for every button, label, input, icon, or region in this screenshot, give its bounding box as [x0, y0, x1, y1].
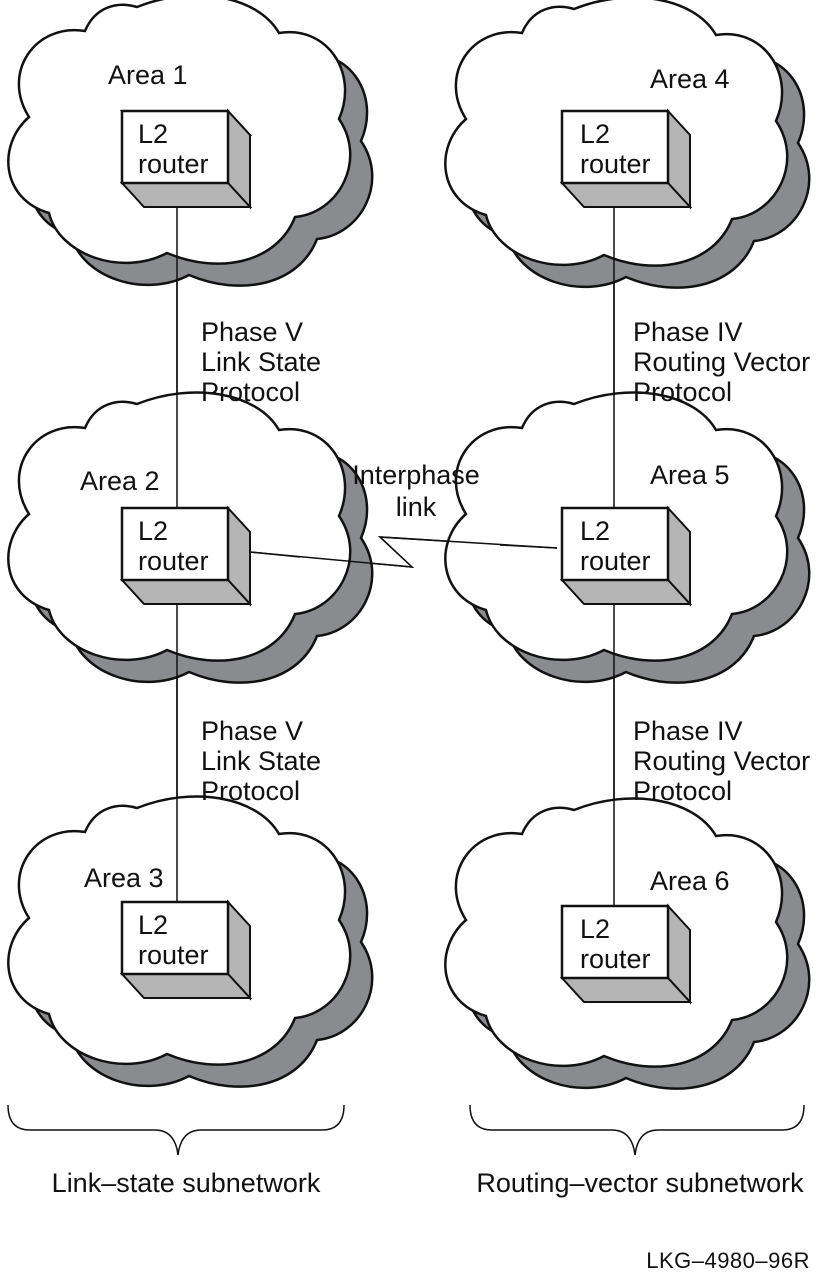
link-label-left-lower: Phase V Link State Protocol [201, 716, 321, 806]
area-5-label: Area 5 [650, 460, 730, 490]
link-label-left-upper: Phase V Link State Protocol [201, 317, 321, 407]
router-label-line2: router [138, 149, 209, 179]
router-label-line2: router [580, 944, 651, 974]
router-area-6: L2 router [559, 903, 693, 1005]
svg-text:Protocol: Protocol [201, 377, 300, 407]
svg-text:Link State: Link State [201, 746, 321, 776]
router-label-line2: router [138, 940, 209, 970]
left-subnetwork-label: Link–state subnetwork [52, 1168, 321, 1198]
interphase-link-endpoints [249, 544, 558, 558]
router-area-1: L2 router [119, 108, 253, 210]
area-3-label: Area 3 [84, 863, 164, 893]
router-area-3: L2 router [119, 899, 253, 1001]
link-label-right-lower: Phase IV Routing Vector Protocol [633, 716, 810, 806]
router-label-line2: router [138, 546, 209, 576]
area-1-label: Area 1 [108, 60, 188, 90]
svg-text:Protocol: Protocol [201, 776, 300, 806]
svg-text:Routing Vector: Routing Vector [633, 347, 810, 377]
router-label-line1: L2 [138, 516, 168, 546]
area-2-label: Area 2 [80, 466, 160, 496]
link-lines-overlay [176, 183, 615, 906]
svg-text:Protocol: Protocol [633, 776, 732, 806]
right-subnetwork-label: Routing–vector subnetwork [476, 1168, 804, 1198]
interphase-link-label: Interphase link [352, 460, 480, 522]
svg-text:link: link [396, 492, 437, 522]
svg-text:Routing Vector: Routing Vector [633, 746, 810, 776]
router-label-line2: router [580, 149, 651, 179]
router-label-line1: L2 [580, 914, 610, 944]
svg-text:Phase V: Phase V [201, 716, 303, 746]
router-area-2: L2 router [119, 505, 253, 607]
svg-text:Phase IV: Phase IV [633, 716, 743, 746]
router-area-5: L2 router [559, 505, 693, 607]
svg-text:Interphase: Interphase [352, 460, 480, 490]
link-label-right-upper: Phase IV Routing Vector Protocol [633, 317, 810, 407]
figure-id: LKG–4980–96R [646, 1248, 810, 1273]
svg-text:Protocol: Protocol [633, 377, 732, 407]
router-label-line2: router [580, 546, 651, 576]
svg-text:Link State: Link State [201, 347, 321, 377]
area-4-label: Area 4 [650, 64, 730, 94]
left-subnetwork-brace [7, 1104, 345, 1156]
area-6-label: Area 6 [650, 866, 730, 896]
router-label-line1: L2 [580, 516, 610, 546]
router-label-line1: L2 [580, 119, 610, 149]
svg-text:Phase V: Phase V [201, 317, 303, 347]
router-area-4: L2 router [559, 108, 693, 210]
right-subnetwork-brace [469, 1104, 805, 1156]
router-label-line1: L2 [138, 119, 168, 149]
svg-text:Phase IV: Phase IV [633, 317, 743, 347]
router-label-line1: L2 [138, 910, 168, 940]
